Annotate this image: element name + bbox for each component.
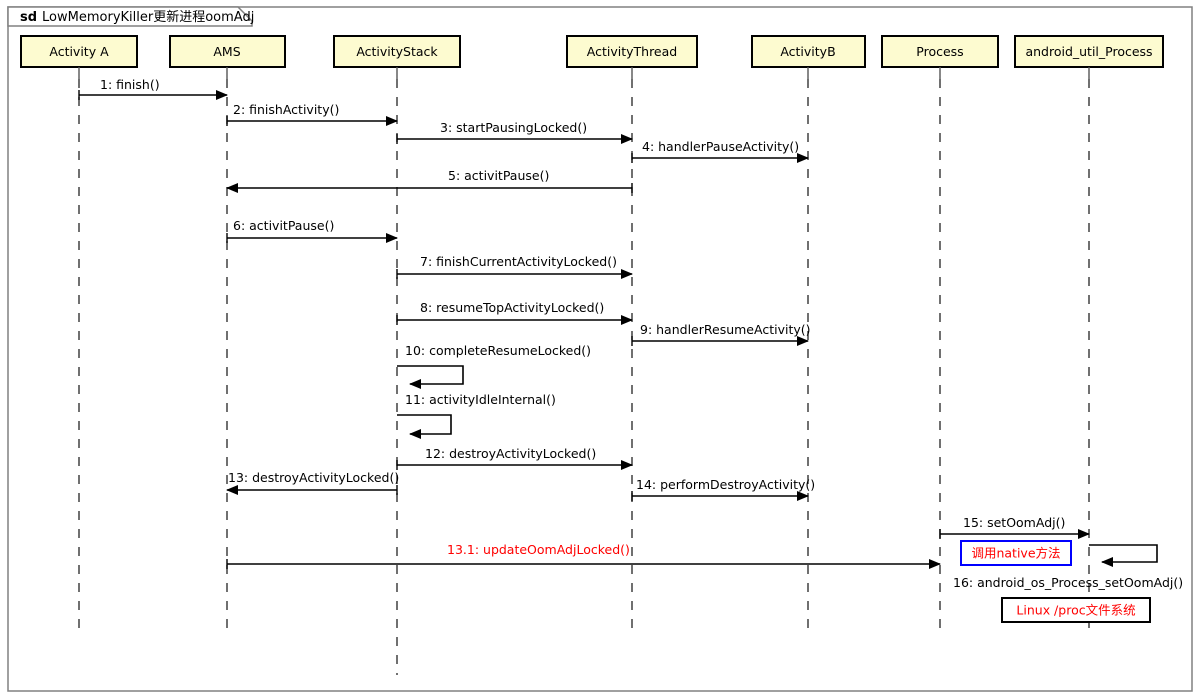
note-label-native-call-note: 调用native方法 bbox=[971, 546, 1060, 561]
message-13[interactable]: 13: destroyActivityLocked() bbox=[226, 470, 399, 495]
lifeline-label-ams: AMS bbox=[213, 44, 240, 59]
lifeline-label-activity-a: Activity A bbox=[49, 44, 109, 59]
message-label-15: 15: setOomAdj() bbox=[963, 515, 1065, 530]
message-15[interactable]: 15: setOomAdj() bbox=[939, 515, 1090, 539]
frame-tab bbox=[7, 6, 253, 27]
message-10[interactable]: 10: completeResumeLocked() bbox=[397, 343, 591, 389]
message-13.1[interactable]: 13.1: updateOomAdjLocked() bbox=[226, 542, 941, 569]
lifeline-header-activity-thread[interactable] bbox=[566, 35, 698, 68]
message-label-8: 8: resumeTopActivityLocked() bbox=[420, 300, 604, 315]
lifeline-header-android-util-process[interactable] bbox=[1014, 35, 1164, 68]
frame-border bbox=[7, 6, 1193, 692]
message-label-7: 7: finishCurrentActivityLocked() bbox=[420, 254, 617, 269]
frame-keyword: sd bbox=[20, 10, 37, 25]
lifeline-header-activity-b[interactable] bbox=[751, 35, 866, 68]
frame-title-text: LowMemoryKiller更新进程oomAdj bbox=[42, 9, 254, 25]
note-box-native-call-note[interactable] bbox=[960, 540, 1072, 566]
message-label-2: 2: finishActivity() bbox=[233, 102, 339, 117]
message-label-10: 10: completeResumeLocked() bbox=[405, 343, 591, 358]
message-label-5: 5: activitPause() bbox=[448, 168, 549, 183]
message-label-3: 3: startPausingLocked() bbox=[440, 120, 587, 135]
message-8[interactable]: 8: resumeTopActivityLocked() bbox=[396, 300, 633, 325]
message-7[interactable]: 7: finishCurrentActivityLocked() bbox=[396, 254, 633, 279]
lifeline-header-ams[interactable] bbox=[169, 35, 286, 68]
lifeline-label-android-util-process: android_util_Process bbox=[1025, 44, 1152, 59]
note-box-linux-proc-note[interactable] bbox=[1001, 597, 1151, 623]
lifeline-ams: AMS bbox=[169, 35, 286, 628]
lifeline-activity-stack: ActivityStack bbox=[333, 35, 461, 675]
message-label-6: 6: activitPause() bbox=[233, 218, 334, 233]
message-12[interactable]: 12: destroyActivityLocked() bbox=[396, 446, 633, 470]
self-call-path-16 bbox=[1089, 544, 1158, 567]
message-5[interactable]: 5: activitPause() bbox=[226, 168, 633, 193]
message-label-16: 16: android_os_Process_setOomAdj() bbox=[953, 575, 1183, 590]
message-14[interactable]: 14: performDestroyActivity() bbox=[631, 477, 815, 501]
message-9[interactable]: 9: handlerResumeActivity() bbox=[631, 322, 811, 346]
lifeline-activity-thread: ActivityThread bbox=[566, 35, 698, 628]
message-label-11: 11: activityIdleInternal() bbox=[405, 392, 556, 407]
lifeline-label-activity-stack: ActivityStack bbox=[356, 44, 438, 59]
message-2[interactable]: 2: finishActivity() bbox=[226, 102, 398, 126]
note-linux-proc-note[interactable]: Linux /proc文件系统 bbox=[1001, 597, 1151, 623]
lifeline-label-process: Process bbox=[916, 44, 963, 59]
self-call-path-11 bbox=[397, 414, 452, 439]
lifeline-activity-a: Activity A bbox=[20, 35, 138, 628]
lifeline-label-activity-b: ActivityB bbox=[780, 44, 835, 59]
lifelines-group: Activity A AMS ActivityStack ActivityThread… bbox=[20, 35, 1164, 675]
frame-title: sd LowMemoryKiller更新进程oomAdj bbox=[20, 9, 254, 25]
lifeline-header-activity-a[interactable] bbox=[20, 35, 138, 68]
message-3[interactable]: 3: startPausingLocked() bbox=[396, 120, 633, 144]
self-call-path-10 bbox=[397, 365, 464, 389]
note-native-call-note[interactable]: 调用native方法 bbox=[960, 540, 1072, 566]
message-4[interactable]: 4: handlerPauseActivity() bbox=[631, 139, 809, 163]
message-6[interactable]: 6: activitPause() bbox=[226, 218, 398, 243]
message-label-1: 1: finish() bbox=[100, 77, 160, 92]
lifeline-label-activity-thread: ActivityThread bbox=[587, 44, 677, 59]
note-label-linux-proc-note: Linux /proc文件系统 bbox=[1016, 603, 1135, 618]
message-label-13.1: 13.1: updateOomAdjLocked() bbox=[447, 542, 630, 557]
message-11[interactable]: 11: activityIdleInternal() bbox=[397, 392, 556, 439]
message-label-13: 13: destroyActivityLocked() bbox=[228, 470, 399, 485]
message-16[interactable]: 16: android_os_Process_setOomAdj() bbox=[953, 544, 1183, 590]
messages-group: 1: finish() 2: finishActivity() 3: startPa… bbox=[78, 77, 1183, 590]
message-label-14: 14: performDestroyActivity() bbox=[636, 477, 815, 492]
message-1[interactable]: 1: finish() bbox=[78, 77, 228, 100]
diagram-frame: sd LowMemoryKiller更新进程oomAdj bbox=[7, 6, 1193, 692]
lifeline-android-util-process: android_util_Process bbox=[1014, 35, 1164, 628]
notes-group: 调用native方法 Linux /proc文件系统 bbox=[960, 540, 1151, 623]
message-label-4: 4: handlerPauseActivity() bbox=[642, 139, 799, 154]
lifeline-activity-b: ActivityB bbox=[751, 35, 866, 628]
message-label-9: 9: handlerResumeActivity() bbox=[640, 322, 811, 337]
message-label-12: 12: destroyActivityLocked() bbox=[425, 446, 596, 461]
